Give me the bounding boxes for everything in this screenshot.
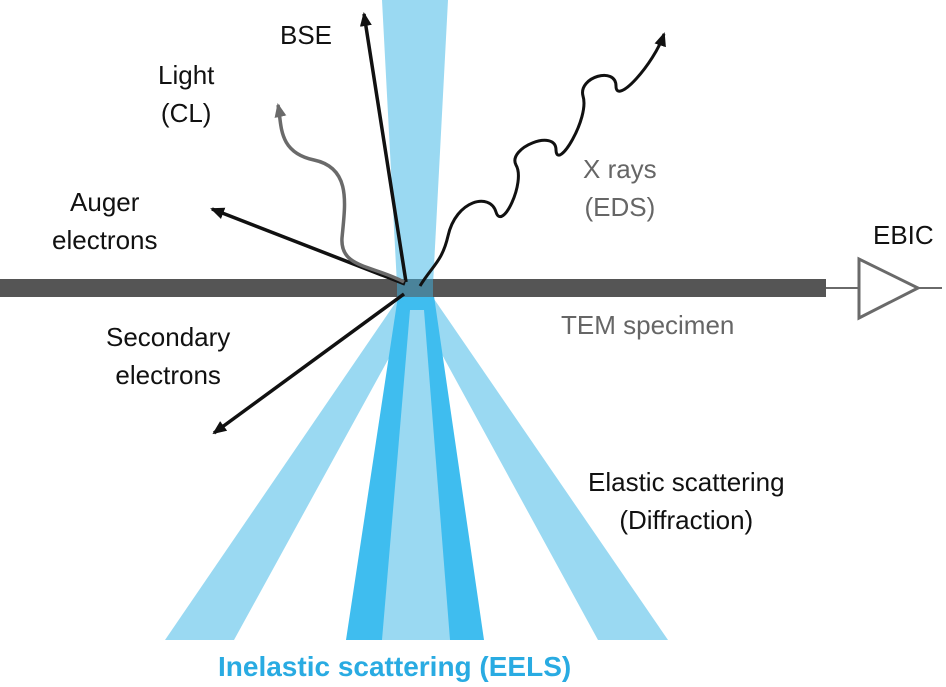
xrays-label-line1: X rays bbox=[583, 154, 657, 184]
secondary-label-line1: Secondary bbox=[106, 322, 231, 352]
elastic-cone-right bbox=[410, 296, 668, 640]
xrays-label-line2: (EDS) bbox=[584, 192, 656, 222]
secondary-label-line2: electrons bbox=[115, 360, 221, 390]
elastic-cone-left bbox=[165, 296, 423, 640]
elastic-label-line1: Elastic scattering bbox=[588, 467, 785, 497]
auger-label-line1: Auger bbox=[70, 187, 140, 217]
auger-label-line2: electrons bbox=[52, 225, 158, 255]
transmitted-beam-core bbox=[382, 310, 450, 640]
bse-label: BSE bbox=[280, 20, 333, 50]
triangle-amplifier-icon bbox=[857, 256, 922, 321]
light-cl-arrow bbox=[274, 103, 405, 284]
elastic-scattering-label: Elastic scattering (Diffraction) bbox=[588, 463, 785, 539]
light-label-line2: (CL) bbox=[160, 98, 212, 128]
tem-specimen-label: TEM specimen bbox=[561, 310, 735, 340]
auger-arrow bbox=[210, 207, 406, 286]
inelastic-scattering-label: Inelastic scattering (EELS) bbox=[218, 651, 572, 682]
elastic-label-line2: (Diffraction) bbox=[619, 505, 754, 535]
bse-arrow bbox=[359, 12, 408, 283]
secondary-electrons-arrow bbox=[212, 292, 406, 435]
light-cl-label: Light (CL) bbox=[158, 56, 214, 132]
secondary-electrons-label: Secondary electrons bbox=[106, 318, 230, 394]
xrays-arrow bbox=[418, 32, 666, 287]
light-label-line1: Light bbox=[158, 60, 215, 90]
xrays-eds-label: X rays (EDS) bbox=[583, 150, 657, 226]
auger-electrons-label: Auger electrons bbox=[52, 183, 158, 259]
specimen-interaction-spot bbox=[397, 279, 433, 297]
incident-beam bbox=[382, 0, 448, 285]
tem-specimen-bar bbox=[0, 279, 826, 297]
ebic-label: EBIC bbox=[873, 220, 934, 250]
